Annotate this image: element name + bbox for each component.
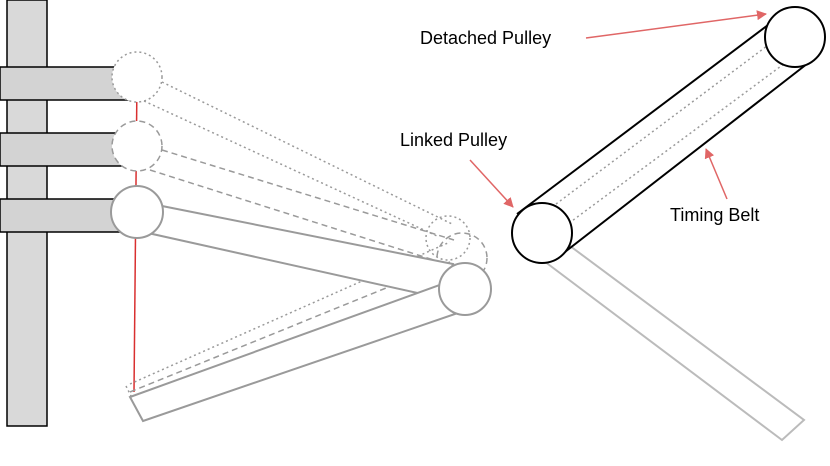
annotations: Detached Pulley Linked Pulley Timing Bel… [400,10,767,225]
right-mechanism [511,6,826,442]
timing-belt-top-edge [516,21,773,215]
left-mechanism [0,0,492,427]
detached-pulley-label: Detached Pulley [420,28,551,48]
timing-belt-arrow [704,148,728,200]
linked-pulley-label: Linked Pulley [400,130,507,150]
timing-belt-bottom-edge [560,59,813,256]
linked-pulley-arrow [469,159,514,208]
lower-link [128,281,457,423]
detached-pulley [764,6,826,68]
elbow-pulley [438,262,492,316]
detached-pulley-arrow [585,10,767,39]
shoulder-pulley-solid [110,185,164,239]
linked-pulley [511,202,573,264]
solid-linkage [110,185,492,423]
right-lower-link [538,238,806,442]
timing-belt-label: Timing Belt [670,205,759,225]
belt-inner-line-2 [552,51,801,236]
belt-inner-line-1 [543,27,792,214]
ghost-position-dashed [111,120,488,393]
